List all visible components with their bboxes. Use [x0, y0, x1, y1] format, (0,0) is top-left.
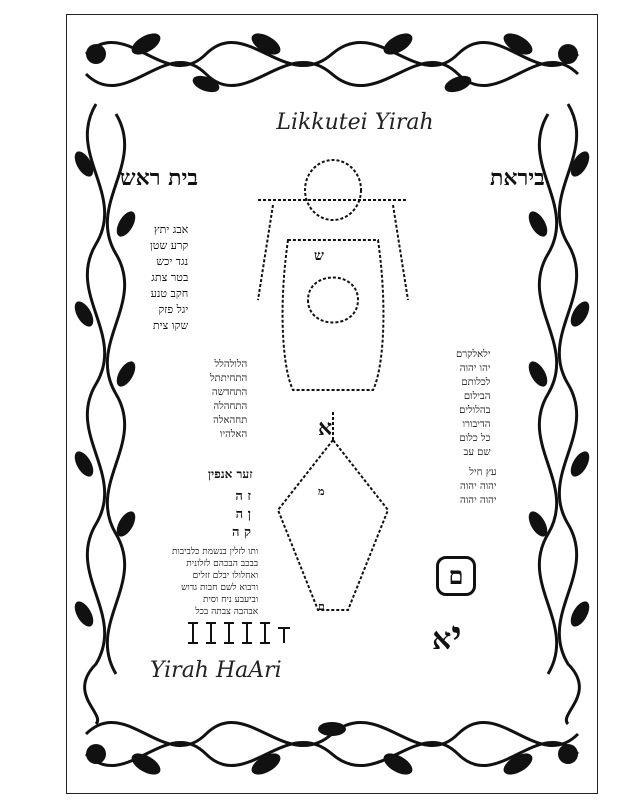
header-beit-rosh: בית ראש: [120, 165, 198, 191]
ornamental-border: [74, 33, 590, 775]
left-letter-grid: אבג יתץ קרע שטן נגד יכש בטר צתג חקב טנע …: [150, 223, 189, 332]
right-mid-column: ילאלקרם יהו יהוה לכלותם הבילום בהלולים ה…: [456, 349, 491, 458]
page-title: Likkutei Yirah: [276, 110, 434, 135]
mem-glyph-lower: ם: [318, 600, 325, 613]
boxed-glyph: ם: [436, 556, 476, 596]
mem-glyph-upper: מ: [318, 485, 325, 498]
large-aleph-glyph: א: [432, 622, 452, 657]
glyph-row: [188, 622, 290, 644]
bottom-left-block: ותו לזלין בנשמת כלביבות בבכב הבכהם לזלונ…: [172, 547, 259, 617]
shin-glyph: ש: [314, 248, 324, 264]
aleph-glyph: א: [318, 415, 332, 441]
header-biyrat: ביראת: [490, 165, 545, 191]
left-mid-column: הלולהלל התחיתתל התחדשה התחהלה תחהאלה האל…: [210, 359, 248, 440]
large-yud-glyph: י: [451, 612, 462, 659]
large-yud-aleph-glyph: יא: [432, 612, 462, 659]
page-subtitle: Yirah HaAri: [150, 658, 282, 683]
right-lower-column: עץ חיל יהוה יהוה יהוה יהוה: [460, 467, 497, 506]
central-letter-figure: ש א מ ם: [257, 159, 409, 613]
anpin-letters: ז ה ן ה ק ה: [232, 489, 251, 540]
zaar-anpin-label: זער אנפין: [208, 467, 253, 481]
page-frame: [66, 14, 598, 794]
boxed-mem-glyph: ם: [448, 561, 464, 590]
